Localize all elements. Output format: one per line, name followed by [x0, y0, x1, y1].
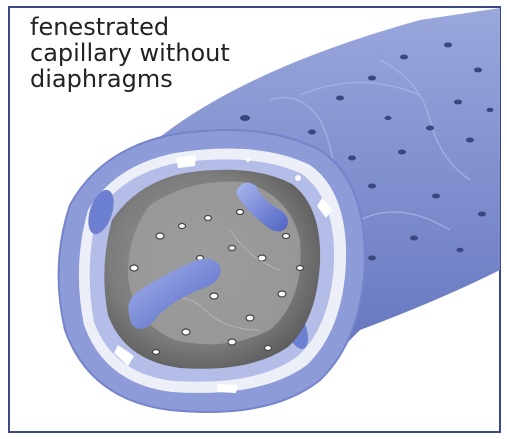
- caption-line-3: diaphragms: [30, 66, 230, 92]
- caption-line-1: fenestrated: [30, 14, 230, 40]
- figure-caption: fenestrated capillary without diaphragms: [30, 14, 230, 92]
- caption-line-2: capillary without: [30, 40, 230, 66]
